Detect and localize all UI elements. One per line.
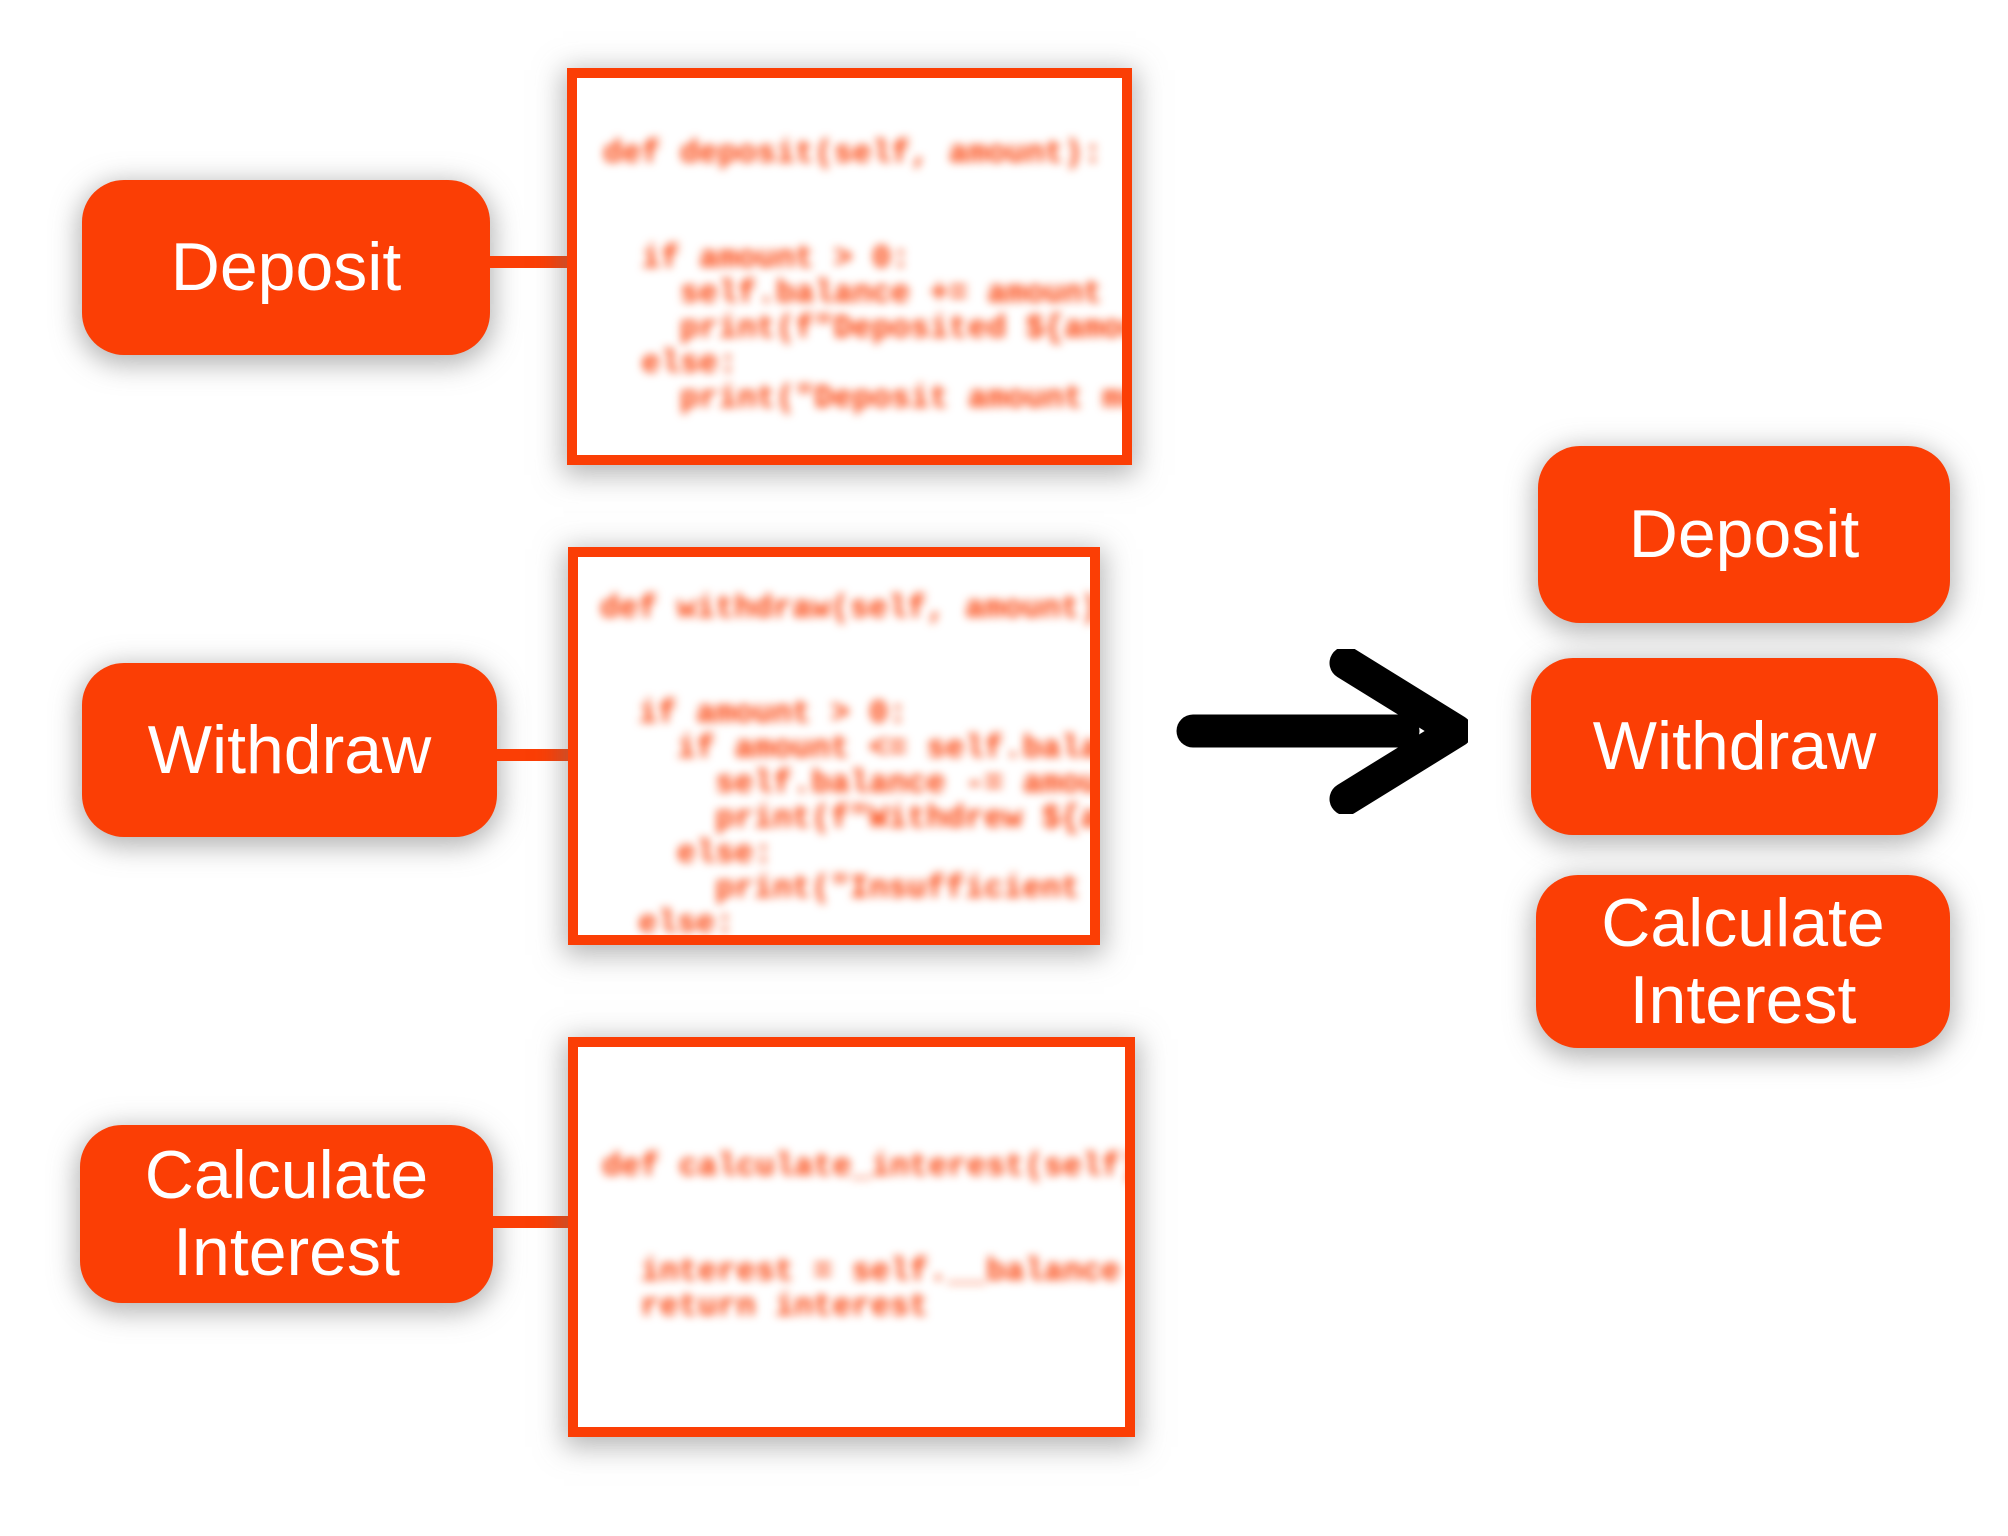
left-label-withdraw-text: Withdraw: [147, 711, 432, 788]
connector-line-deposit: [488, 256, 572, 268]
right-label-calculate-interest: Calculate Interest: [1536, 875, 1950, 1048]
code-text-withdraw: def withdraw(self, amount): if amount > …: [600, 590, 1100, 942]
left-label-calculate-interest: Calculate Interest: [80, 1125, 493, 1303]
connector-line-withdraw: [495, 749, 578, 761]
code-box-withdraw: def withdraw(self, amount): if amount > …: [568, 547, 1100, 945]
arrow-right-icon: [1176, 649, 1468, 814]
left-label-withdraw: Withdraw: [82, 663, 497, 837]
left-label-deposit-text: Deposit: [170, 229, 402, 306]
code-box-calculate-interest: def calculate_interest(self): interest =…: [568, 1037, 1135, 1437]
code-text-deposit: def deposit(self, amount): if amount > 0…: [603, 135, 1122, 417]
connector-line-calculate-interest: [491, 1216, 578, 1228]
right-label-calculate-interest-text: Calculate Interest: [1601, 884, 1885, 1038]
right-label-deposit: Deposit: [1538, 446, 1950, 623]
code-text-calculate-interest: def calculate_interest(self): interest =…: [602, 1148, 1135, 1325]
left-label-deposit: Deposit: [82, 180, 490, 355]
right-label-withdraw-text: Withdraw: [1592, 708, 1877, 785]
left-label-calculate-interest-text: Calculate Interest: [144, 1137, 429, 1290]
right-label-withdraw: Withdraw: [1531, 658, 1938, 835]
right-label-deposit-text: Deposit: [1628, 496, 1860, 573]
code-box-deposit: def deposit(self, amount): if amount > 0…: [567, 68, 1132, 465]
